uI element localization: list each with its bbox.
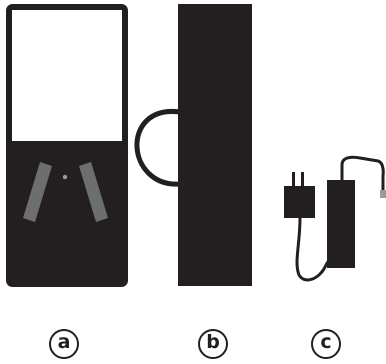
adapter-brick: [327, 180, 355, 268]
mounting-plate-icon: [134, 4, 252, 286]
motion-sensor-strip-right: [79, 162, 108, 222]
motion-sensor-strip-left: [23, 162, 52, 222]
output-connector-tip: [380, 190, 386, 198]
plug-prong-right: [301, 172, 304, 186]
label-b-text: b: [206, 331, 220, 353]
fixture-window: [12, 10, 122, 141]
label-a: a: [49, 329, 79, 359]
mounting-handle: [134, 108, 181, 187]
output-cable: [340, 155, 385, 190]
power-adapter-icon: [284, 155, 386, 282]
label-b: b: [198, 329, 228, 359]
light-fixture-icon: [6, 4, 128, 287]
plug-head: [284, 186, 315, 218]
label-c: c: [311, 329, 341, 359]
indicator-dot: [62, 174, 68, 180]
label-a-text: a: [57, 331, 71, 353]
label-c-text: c: [320, 331, 332, 353]
plug-prong-left: [292, 172, 295, 186]
mounting-plate-body: [178, 4, 252, 286]
